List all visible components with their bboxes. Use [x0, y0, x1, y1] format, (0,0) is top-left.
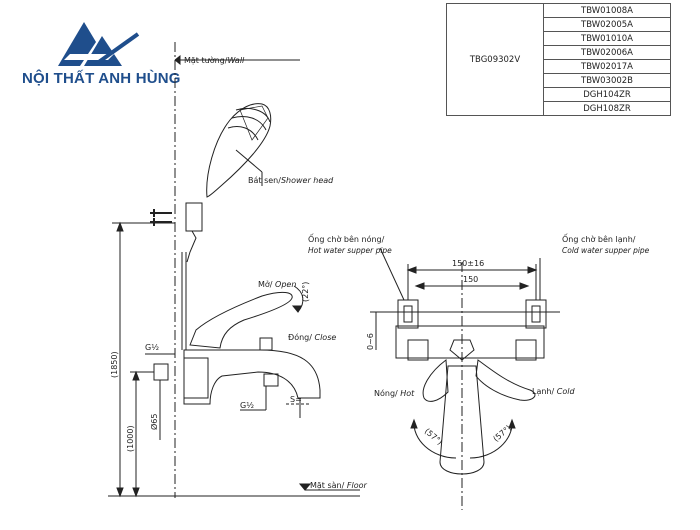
dim-1850-label: (1850) — [110, 351, 119, 378]
mixer-bar — [395, 325, 545, 359]
dim-arrow-icon — [406, 266, 417, 274]
shower-face-line — [231, 116, 267, 131]
handle-right-lobe — [475, 359, 536, 401]
dim-arrow-icon — [132, 370, 140, 381]
spout-front — [439, 365, 485, 475]
mixer-body — [183, 349, 321, 405]
dim-150-label: 150 — [463, 275, 478, 284]
s-eq-label: S= — [290, 395, 302, 404]
open-label: Mở/ Open — [258, 279, 296, 289]
hot-pipe-leader — [379, 247, 405, 301]
arc-arrow-icon — [508, 418, 516, 429]
dim-65-label: Ø65 — [149, 414, 159, 430]
hot-coupling — [407, 339, 429, 361]
dim-arrow-icon — [132, 487, 140, 498]
handle-hub — [449, 339, 475, 361]
dim-arrow-icon — [116, 487, 124, 498]
hot-pipe-core — [403, 305, 413, 323]
model-group-code: TBG09302V — [446, 3, 544, 116]
hot-label: Nóng/ Hot — [374, 388, 415, 398]
diverter-knob — [259, 337, 273, 351]
shower-holder — [185, 202, 203, 232]
hose-outlet — [263, 373, 279, 387]
shower-head-outline — [206, 103, 272, 198]
cold-pipe-label-en: Cold water supper pipe — [562, 246, 650, 255]
logo-swoosh — [94, 32, 140, 66]
wall-label: Mặt tường/Wall — [184, 55, 245, 66]
cold-coupling — [515, 339, 537, 361]
floor-arrow-icon — [298, 483, 312, 491]
cold-pipe-label: Ống chờ bên lạnh/ — [562, 232, 636, 245]
dim-arrow-icon — [414, 282, 425, 290]
brand-logo-icon — [58, 22, 140, 66]
model-code-table: TBG09302V TBW01008A TBW02005A TBW01010A … — [446, 3, 671, 116]
dim-0-6-label: 0~6 — [366, 333, 375, 350]
angle-57-left-label: (57°) — [423, 427, 444, 447]
dim-arrow-icon — [527, 266, 538, 274]
arc-arrow-icon — [410, 418, 418, 429]
arc-arrow-icon — [291, 305, 302, 313]
dim-arrow-icon — [519, 282, 530, 290]
wall-flange — [153, 363, 169, 381]
hot-pipe-label: Ống chờ bên nóng/ — [308, 232, 385, 244]
model-code: DGH108ZR — [543, 101, 671, 116]
cold-label: Lạnh/ Cold — [532, 387, 575, 397]
handle-left-lobe — [422, 359, 449, 402]
dim-1000-label: (1000) — [126, 425, 135, 452]
dim-arrow-icon — [116, 221, 124, 232]
wall-arrow-icon — [174, 54, 181, 66]
cold-pipe-core — [531, 305, 541, 323]
brand-name: NỘI THẤT ANH HÙNG — [22, 70, 181, 87]
mixer-handle — [189, 291, 293, 349]
shower-face-line — [227, 126, 259, 141]
hot-pipe-label-en: Hot water supper pipe — [308, 246, 392, 255]
floor-label: Mặt sàn/ Floor — [310, 481, 367, 491]
hot-pipe — [397, 299, 419, 329]
shower-head-leader — [235, 149, 263, 173]
shower-nozzle-area — [239, 105, 269, 141]
angle-22-label: (22°) — [301, 282, 310, 302]
shower-face-line — [235, 108, 271, 123]
g12-bottom-label: G½ — [240, 401, 254, 410]
mixer-inlet — [183, 357, 209, 399]
cold-pipe — [525, 299, 547, 329]
wall-screws — [150, 209, 172, 226]
g12-top-label: G½ — [145, 343, 159, 352]
shower-head-label: Bát sen/Shower head — [248, 176, 334, 185]
dim-150-16-label: 150±16 — [452, 259, 484, 268]
hose-coupling — [186, 230, 197, 263]
close-label: Đóng/ Close — [288, 332, 336, 342]
